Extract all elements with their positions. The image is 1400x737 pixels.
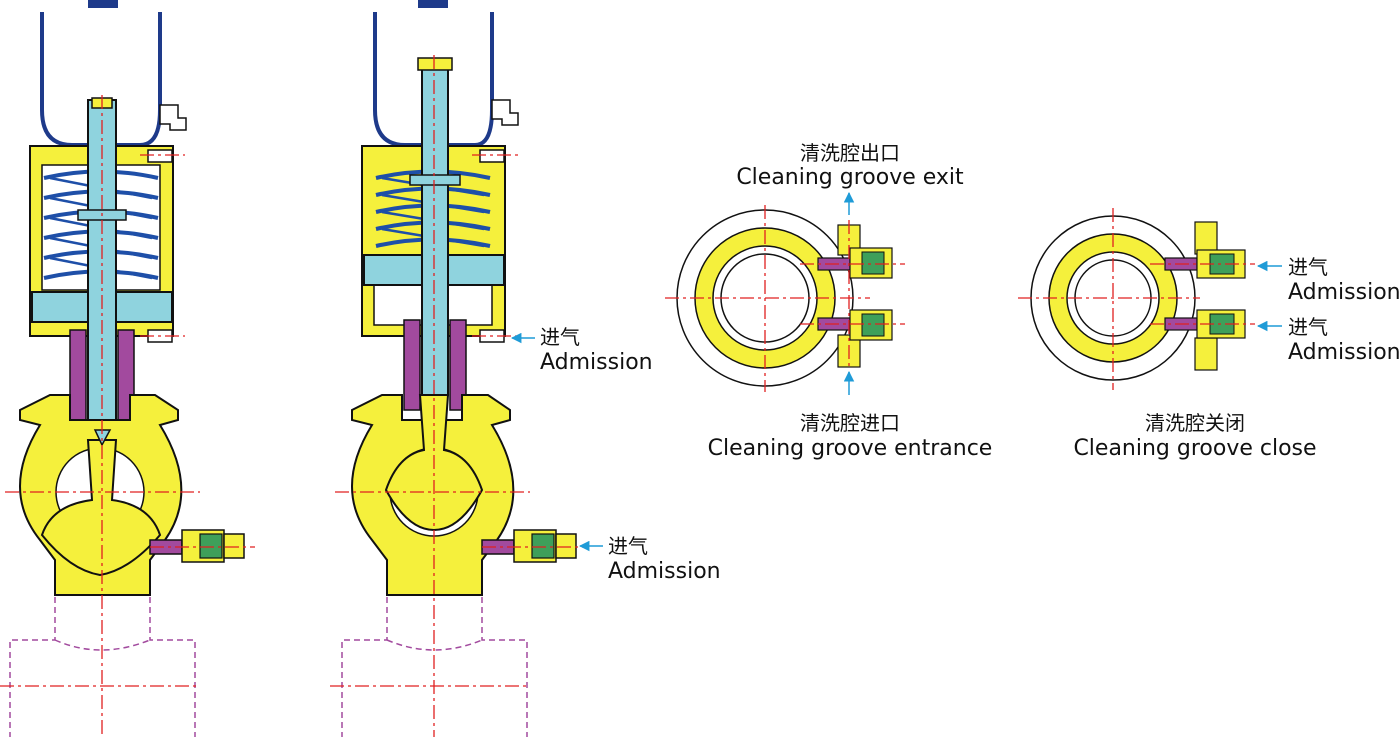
admission-label-en: Admission: [540, 350, 653, 375]
admission-label-cn-2: 进气: [608, 534, 648, 558]
cleaning-exit-label-cn: 清洗腔出口: [800, 141, 900, 165]
seal-left: [69, 329, 87, 421]
cleaning-close-label-cn: 清洗腔关闭: [1145, 411, 1245, 435]
valve-closed-section: [330, 0, 588, 737]
pipe-outline-2: [341, 597, 528, 737]
valve-plug: [40, 439, 162, 577]
admission-label-cn: 进气: [540, 325, 580, 349]
valve-stem-2: [421, 64, 449, 396]
air-connector: [159, 104, 187, 131]
air-connector-2: [491, 99, 519, 126]
pipe-outline: [9, 597, 196, 737]
top-view-close: [1018, 208, 1282, 390]
admission-label-en-3: Admission: [1288, 280, 1400, 305]
admission-label-en-4: Admission: [1288, 340, 1400, 365]
admission-label-cn-4: 进气: [1288, 315, 1328, 339]
admission-label-en-2: Admission: [608, 559, 721, 584]
admission-label-cn-3: 进气: [1288, 255, 1328, 279]
side-fitting-2: [481, 529, 577, 563]
top-view-cleaning: [665, 191, 905, 395]
cleaning-entrance-label-en: Cleaning groove entrance: [707, 436, 993, 461]
cleaning-close-label-en: Cleaning groove close: [1073, 436, 1317, 461]
cleaning-exit-label-en: Cleaning groove exit: [736, 165, 964, 190]
valve-open-section: [0, 0, 255, 737]
cleaning-entrance-label-cn: 清洗腔进口: [800, 411, 900, 435]
